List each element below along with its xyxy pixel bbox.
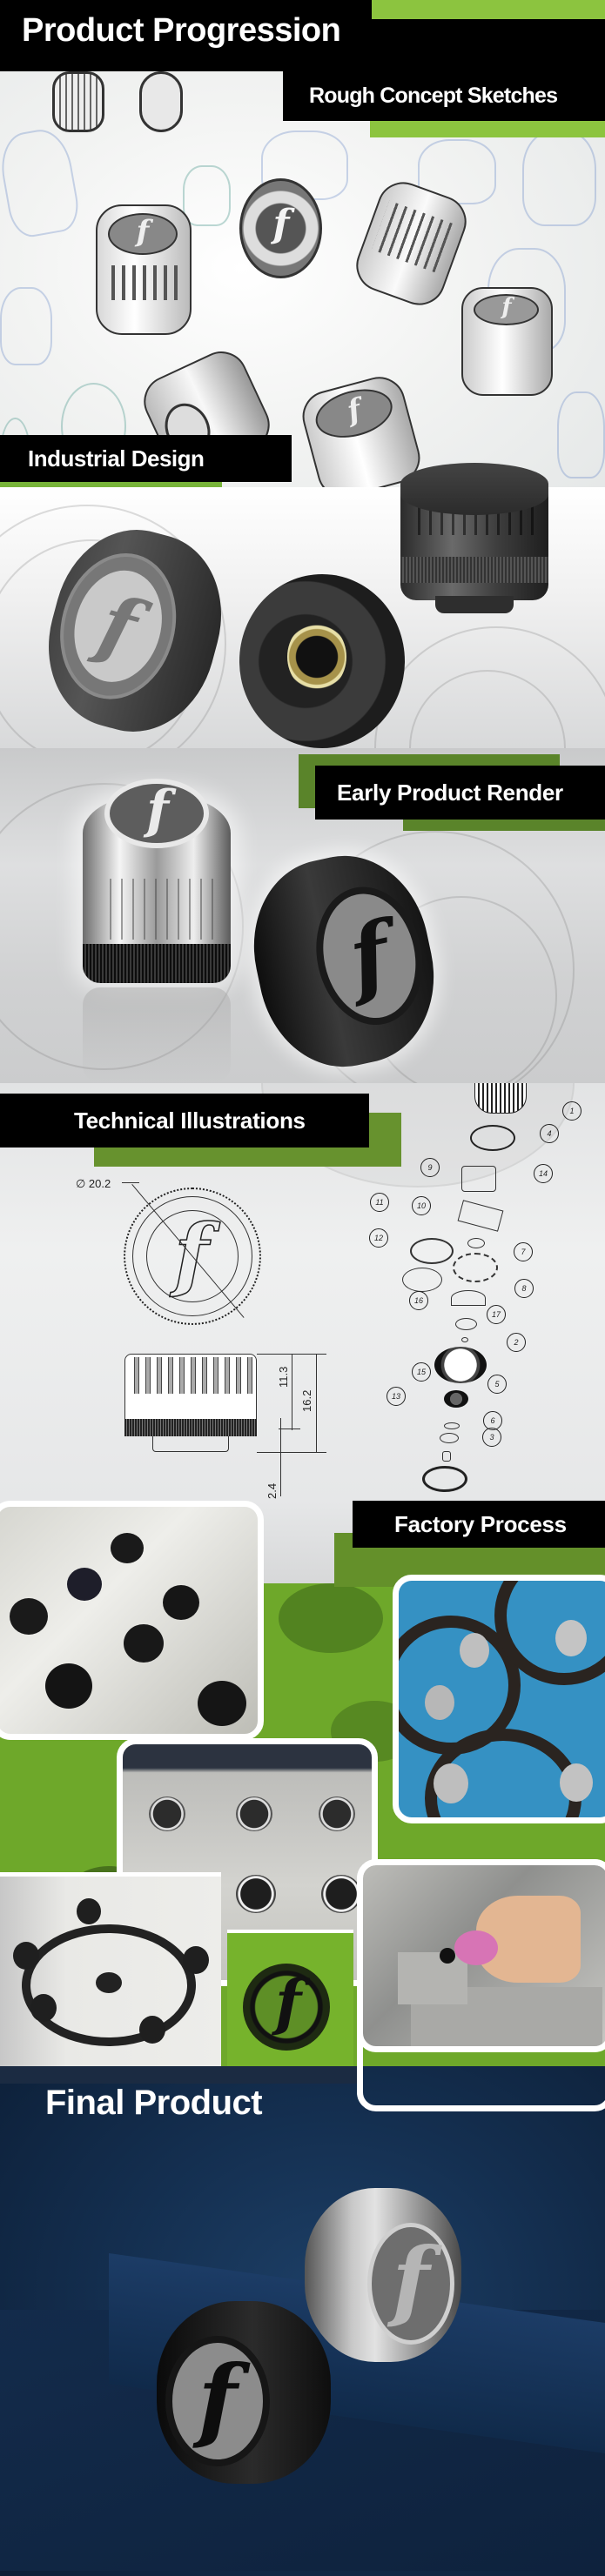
early-render-section: f f Early Product Render bbox=[0, 748, 605, 1083]
callout-4: 4 bbox=[540, 1124, 559, 1143]
exploded-part-9 bbox=[457, 1200, 504, 1232]
render-reflection bbox=[83, 987, 231, 1083]
exploded-part-5 bbox=[444, 1390, 468, 1408]
callout-14: 14 bbox=[534, 1164, 553, 1183]
sketches-accent-green bbox=[370, 120, 605, 137]
exploded-part-15 bbox=[444, 1422, 460, 1429]
f-logo-icon: f bbox=[501, 294, 512, 320]
exploded-part-10 bbox=[467, 1238, 485, 1248]
dim-line-16-2 bbox=[316, 1354, 317, 1452]
section-label-sketches: Rough Concept Sketches bbox=[283, 71, 605, 121]
sketch-cap-top: f bbox=[239, 178, 322, 278]
exploded-part-16 bbox=[455, 1318, 477, 1330]
f-logo-icon: f bbox=[136, 214, 150, 249]
id-cap-black-tall-top bbox=[400, 463, 548, 515]
side-view-body bbox=[124, 1354, 257, 1436]
sketch-part bbox=[52, 71, 104, 132]
dim-line-2-4 bbox=[280, 1418, 281, 1496]
callout-1: 1 bbox=[562, 1101, 581, 1121]
callout-15: 15 bbox=[412, 1362, 431, 1382]
top-view-outer-ring bbox=[124, 1188, 261, 1325]
dim-line-bottom bbox=[257, 1452, 326, 1453]
exploded-part-17 bbox=[461, 1337, 468, 1342]
exploded-part-13 bbox=[440, 1433, 459, 1443]
section-label-technical-illustrations: Technical Illustrations bbox=[0, 1094, 369, 1147]
f-logo-outline-icon: f bbox=[173, 1207, 209, 1301]
callout-5: 5 bbox=[487, 1375, 507, 1394]
callout-16: 16 bbox=[409, 1291, 428, 1310]
f-logo-icon: f bbox=[274, 1966, 302, 2038]
sketch-ghost bbox=[183, 165, 231, 226]
exploded-part-1 bbox=[474, 1083, 527, 1114]
dimension-height-upper: 11.3 bbox=[277, 1366, 290, 1388]
dimension-diameter: ∅ 20.2 bbox=[76, 1177, 111, 1190]
sketch-cap: f bbox=[96, 204, 192, 335]
header-accent-green bbox=[372, 0, 605, 19]
factory-photo-rotary-black bbox=[0, 1872, 221, 2066]
factory-photo-tray-black bbox=[0, 1501, 264, 1740]
industrial-design-section: f bbox=[0, 487, 605, 748]
exploded-part-2 bbox=[434, 1347, 487, 1383]
brass-insert bbox=[287, 622, 346, 692]
id-cap-black-underside bbox=[239, 574, 405, 748]
top-view-ring bbox=[132, 1196, 252, 1316]
top-view-inner-ring bbox=[146, 1210, 239, 1302]
final-cap-silver: f bbox=[305, 2188, 461, 2362]
sketch-cap: f bbox=[461, 287, 553, 396]
factory-photo-jig bbox=[357, 1859, 605, 2052]
id-cap-black-tall-base bbox=[435, 596, 514, 613]
callout-2: 2 bbox=[507, 1333, 526, 1352]
callout-7: 7 bbox=[514, 1242, 533, 1261]
sketch-ghost bbox=[557, 391, 605, 478]
final-product-section: f f Final Product bbox=[0, 2066, 605, 2576]
exploded-part-12 bbox=[402, 1268, 442, 1292]
factory-photo-cap-green: f bbox=[227, 1930, 353, 2066]
exploded-part-7 bbox=[453, 1253, 498, 1282]
side-view-base bbox=[152, 1436, 229, 1452]
dimension-leader bbox=[122, 1182, 139, 1183]
f-logo-icon: f bbox=[146, 779, 169, 840]
exploded-part-4 bbox=[470, 1125, 515, 1151]
callout-13: 13 bbox=[387, 1387, 406, 1406]
callout-12: 12 bbox=[369, 1228, 388, 1248]
render-cap-chrome-top: f bbox=[104, 779, 209, 848]
exploded-part-11 bbox=[410, 1238, 454, 1264]
callout-17: 17 bbox=[487, 1305, 506, 1324]
exploded-part-8 bbox=[451, 1290, 486, 1306]
f-logo-icon: f bbox=[392, 2228, 430, 2331]
page-title: Product Progression bbox=[22, 12, 341, 49]
green-bg-shadow bbox=[279, 1583, 383, 1653]
section-label-factory-process: Factory Process bbox=[353, 1501, 605, 1548]
exploded-part-6 bbox=[442, 1451, 451, 1462]
sketch-part bbox=[139, 71, 183, 132]
technical-illustrations-section: Technical Illustrations ∅ 20.2 f 11.3 16… bbox=[0, 1083, 605, 1501]
sketch-ghost bbox=[522, 130, 596, 226]
callout-11: 11 bbox=[370, 1193, 389, 1212]
section-label-industrial-design: Industrial Design bbox=[0, 435, 292, 482]
factory-process-section: Factory Process bbox=[0, 1501, 605, 2066]
exploded-part-14 bbox=[461, 1166, 496, 1192]
callout-9: 9 bbox=[420, 1158, 440, 1177]
final-cap-black: f bbox=[157, 2301, 331, 2484]
callout-3: 3 bbox=[482, 1428, 501, 1447]
factory-photo-rotary-blue bbox=[393, 1575, 605, 1823]
f-logo-icon: f bbox=[272, 202, 290, 246]
final-top-strip bbox=[0, 2066, 357, 2084]
f-logo-icon: f bbox=[198, 2345, 238, 2452]
section-label-early-render: Early Product Render bbox=[315, 766, 605, 820]
callout-8: 8 bbox=[514, 1279, 534, 1298]
sketches-section: f f f f Product Progression Rough Concep… bbox=[0, 0, 605, 487]
dimension-height-base: 2.4 bbox=[266, 1482, 279, 1499]
sketch-ghost bbox=[0, 124, 83, 241]
sketch-ghost bbox=[0, 287, 52, 365]
sketch-cap: f bbox=[296, 371, 427, 487]
exploded-part-3 bbox=[422, 1466, 467, 1492]
callout-10: 10 bbox=[412, 1196, 431, 1215]
section-label-final-product: Final Product bbox=[45, 2084, 263, 2122]
dimension-height-total: 16.2 bbox=[300, 1389, 313, 1412]
